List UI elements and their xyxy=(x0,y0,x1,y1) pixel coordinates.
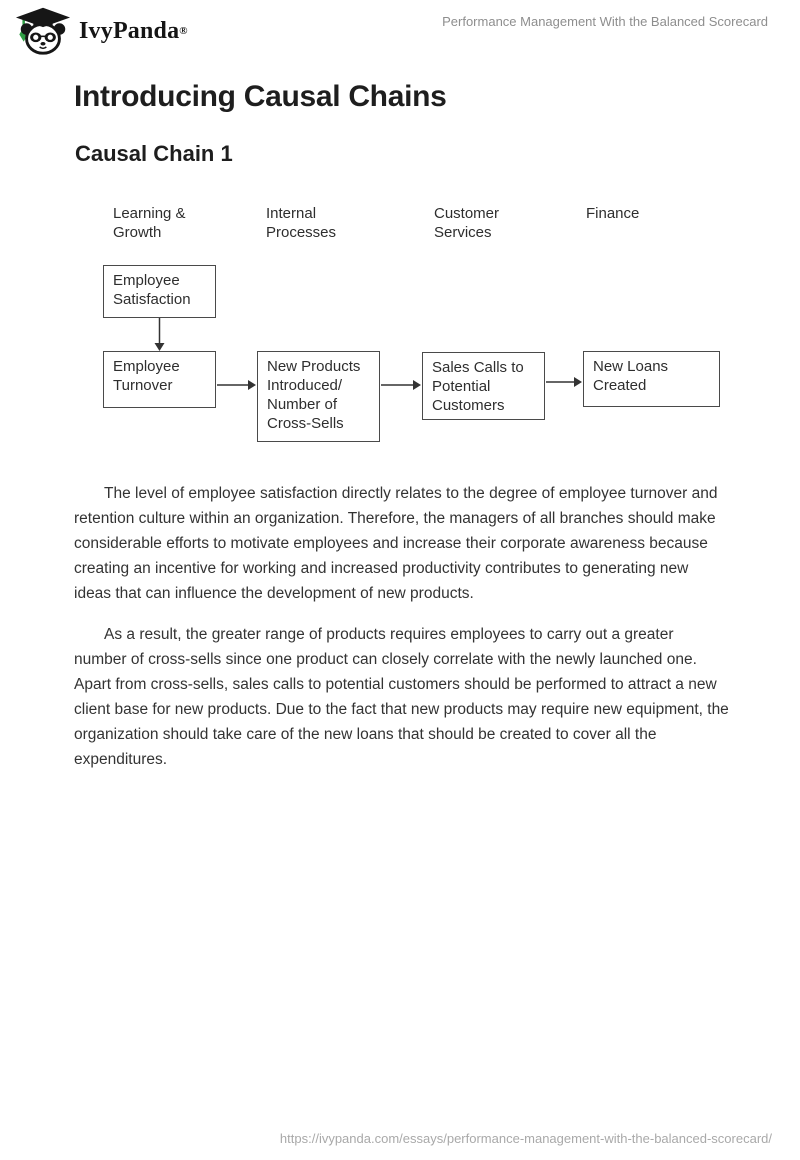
column-label-internal-processes: Internal Processes xyxy=(266,205,337,241)
diagram-box-employee-satisfaction: Employee Satisfaction xyxy=(103,265,216,318)
down-arrow-icon xyxy=(154,318,165,351)
diagram-box-new-products: New Products Introduced/ Number of Cross… xyxy=(257,351,380,442)
essay-body: The level of employee satisfaction direc… xyxy=(74,481,729,772)
panda-graduate-icon xyxy=(14,6,72,56)
right-arrow-icon xyxy=(546,377,582,387)
diagram-box-sales-calls: Sales Calls to Potential Customers xyxy=(422,352,545,420)
column-label-customer-services: Customer Services xyxy=(434,205,500,241)
paragraph: As a result, the greater range of produc… xyxy=(74,626,729,768)
diagram-box-employee-turnover: Employee Turnover xyxy=(103,351,216,408)
ivypanda-logo[interactable]: IvyPanda® xyxy=(14,6,188,56)
page-title: Introducing Causal Chains xyxy=(74,80,447,113)
section-heading: Causal Chain 1 xyxy=(75,141,233,166)
right-arrow-icon xyxy=(381,380,421,390)
causal-chain-diagram: Learning & Growth Internal Processes Cus… xyxy=(0,200,800,455)
column-label-finance: Finance xyxy=(586,205,640,222)
right-arrow-icon xyxy=(217,380,256,390)
running-header-title: Performance Management With the Balanced… xyxy=(442,14,768,29)
page-header: IvyPanda® Performance Management With th… xyxy=(0,0,800,60)
diagram-box-new-loans: New Loans Created xyxy=(583,351,720,407)
logo-wordmark: IvyPanda xyxy=(79,17,180,44)
footer-source-url: https://ivypanda.com/essays/performance-… xyxy=(279,1131,772,1146)
registered-trademark-mark: ® xyxy=(179,25,188,37)
column-label-learning-growth: Learning & Growth xyxy=(113,205,186,241)
paragraph: The level of employee satisfaction direc… xyxy=(74,485,718,602)
